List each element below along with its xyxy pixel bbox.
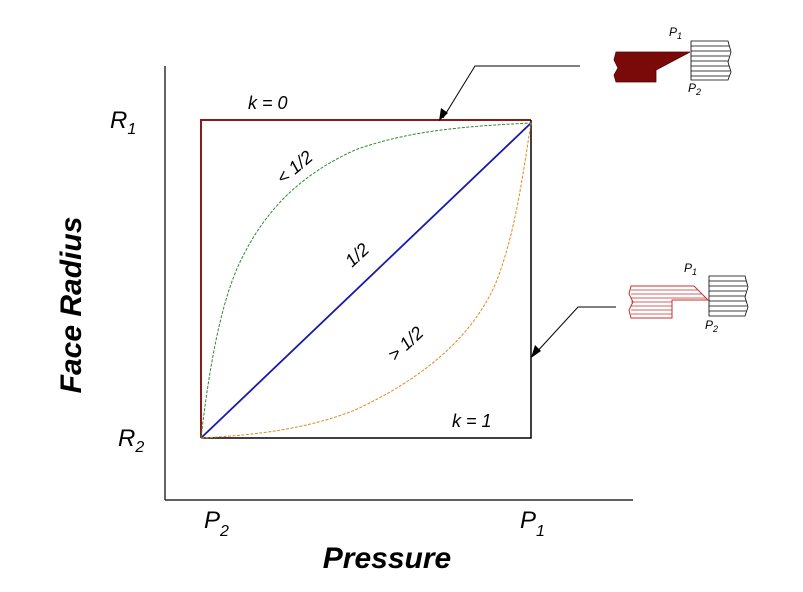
y-tick-r1: R1 xyxy=(110,107,136,138)
leader-arrow-top xyxy=(439,108,448,121)
solid-seal-face xyxy=(613,51,691,83)
hatched-seal-face-hatch xyxy=(631,289,706,315)
mating-ring-top xyxy=(690,40,732,81)
half-label: 1/2 xyxy=(341,239,373,271)
x-tick-p1: P1 xyxy=(520,507,545,540)
k0-boundary xyxy=(200,119,531,438)
k0-label: k = 0 xyxy=(248,93,288,113)
x-tick-p2: P2 xyxy=(204,507,229,540)
leader-line-bottom xyxy=(533,306,616,356)
less-half-label: < 1/2 xyxy=(273,147,317,188)
greater-half-label: > 1/2 xyxy=(384,323,427,365)
seal-inset-hatched: P1 P2 xyxy=(628,261,749,334)
less-half-curve xyxy=(200,122,532,439)
leader-line-top xyxy=(442,65,580,119)
top-inset-p1: P1 xyxy=(669,25,682,41)
greater-half-curve xyxy=(200,122,532,439)
bottom-inset-p2: P2 xyxy=(705,318,718,334)
top-inset-p2: P2 xyxy=(688,81,701,97)
y-tick-r2: R2 xyxy=(118,425,144,456)
bottom-inset-p1: P1 xyxy=(684,261,697,277)
seal-inset-solid: P1 P2 xyxy=(613,25,732,97)
y-axis-title: Face Radius xyxy=(55,217,88,394)
leader-arrow-bottom xyxy=(531,345,541,358)
mating-ring-top-hatch xyxy=(691,45,730,77)
k1-label: k = 1 xyxy=(452,411,492,431)
x-axis-title: Pressure xyxy=(323,542,451,575)
half-diagonal-line xyxy=(200,122,532,439)
k1-boundary xyxy=(201,120,532,439)
mating-ring-bottom-hatch xyxy=(709,280,747,312)
